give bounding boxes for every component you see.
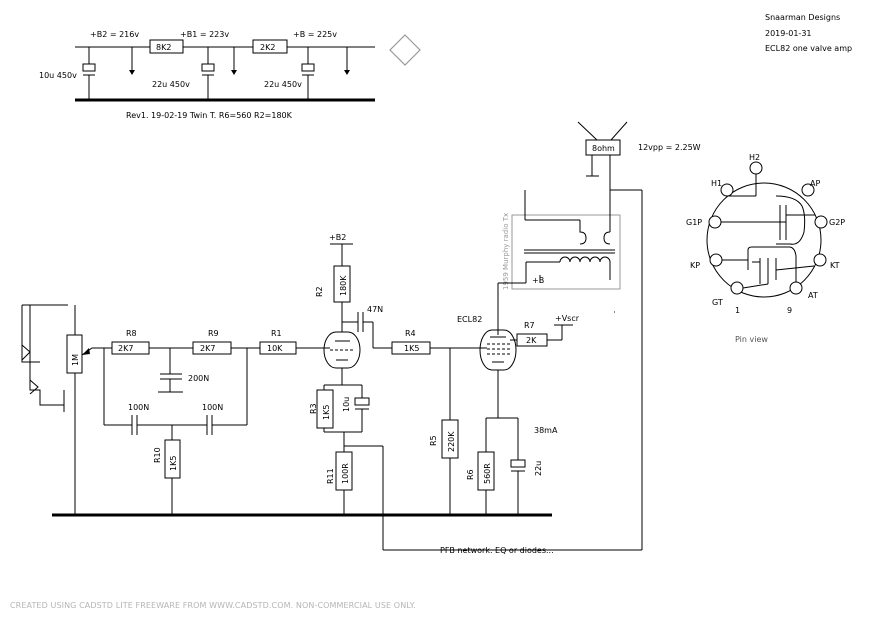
- c3-label: 22u 450v: [264, 80, 302, 89]
- capacitor-10u: [354, 397, 370, 406]
- pin-kp: KP: [690, 261, 700, 270]
- r2k2-label: 2K2: [260, 43, 275, 52]
- resistor-r3: [316, 389, 334, 429]
- amplifier-circuit: 1M 2K7 R8 2K7 R9 10K R1 200N 1: [21, 233, 580, 550]
- pin-at: AT: [808, 291, 818, 300]
- b1-voltage-label: +B1 = 223v: [180, 30, 229, 39]
- c100a-value: 100N: [128, 403, 149, 412]
- cathode-current: 38mA: [534, 426, 558, 435]
- r2-value: 180K: [339, 275, 348, 296]
- pin-view-caption: Pin view: [735, 335, 768, 344]
- transformer-outline: [511, 214, 621, 290]
- r9-name: R9: [208, 329, 219, 338]
- pin-h1: H1: [711, 179, 722, 188]
- b-voltage-label: +B = 225v: [293, 30, 337, 39]
- supply-capacitors: [82, 47, 315, 100]
- r7-name: R7: [524, 321, 535, 330]
- speaker-impedance: 8ohm: [592, 144, 615, 153]
- transformer-icon: [524, 190, 615, 283]
- pin-g1p: G1P: [686, 218, 702, 227]
- volume-potentiometer: [66, 334, 83, 374]
- diamond-icon: [389, 34, 421, 66]
- design-date: 2019-01-31: [765, 29, 812, 38]
- transformer-b-plus: +B: [532, 276, 544, 285]
- r9-value: 2K7: [200, 344, 215, 353]
- pin-number-9: 9: [787, 306, 792, 315]
- pin-kt: KT: [830, 261, 840, 270]
- b2-voltage-label: +B2 = 216v: [90, 30, 139, 39]
- r1-name: R1: [271, 329, 282, 338]
- r3-value: 1K5: [322, 405, 331, 420]
- b2-node-label: +B2: [329, 233, 346, 242]
- r8k2-label: 8K2: [156, 43, 171, 52]
- revision-note: Rev1. 19-02-19 Twin T. R6=560 R2=180K: [126, 111, 293, 120]
- pin-ap: AP: [810, 179, 820, 188]
- r11-name: R11: [326, 468, 335, 484]
- capacitor-22u: [510, 459, 526, 468]
- r8-name: R8: [126, 329, 137, 338]
- input-jack-icon: [21, 304, 68, 412]
- pin-number-1: 1: [735, 306, 740, 315]
- pfb-note: PFB network. EQ or diodes...: [440, 546, 554, 555]
- c10u-value: 10u: [342, 397, 351, 412]
- pinout-diagram: H2 H1 AP G1P G2P KP KT GT AT 1 9 Pin vie…: [686, 153, 845, 344]
- resistor-8k2: [149, 39, 184, 54]
- supply-arrows: [129, 47, 350, 75]
- r5-value: 220K: [447, 431, 456, 452]
- r4-value: 1K5: [404, 344, 419, 353]
- pot-value: 1M: [71, 354, 80, 366]
- c2-label: 22u 450v: [152, 80, 190, 89]
- tube-type: ECL82: [457, 315, 482, 324]
- output-stage: 8ohm 12vpp = 2.25W PFB network. EQ or di…: [383, 121, 701, 555]
- r6-name: R6: [466, 469, 475, 480]
- r3-name: R3: [309, 403, 318, 414]
- r7-value: 2K: [526, 336, 537, 345]
- speaker-icon: [577, 121, 628, 156]
- r4-name: R4: [405, 329, 416, 338]
- r10-name: R10: [153, 447, 162, 463]
- company-name: Snaarman Designs: [765, 13, 840, 22]
- pin-h2: H2: [749, 153, 760, 162]
- transformer-note: 1959 Murphy radio Tx: [502, 213, 510, 290]
- resistor-2k2: [252, 39, 288, 54]
- project-title: ECL82 one valve amp: [765, 44, 852, 53]
- title-block: Snaarman Designs 2019-01-31 ECL82 one va…: [765, 13, 852, 53]
- c100b-value: 100N: [202, 403, 223, 412]
- footer-watermark: CREATED USING CADSTD LITE FREEWARE FROM …: [10, 601, 416, 610]
- r5-name: R5: [429, 435, 438, 446]
- r10-value: 1K5: [169, 456, 178, 471]
- triode-envelope-icon: [323, 331, 361, 369]
- c22u-value: 22u: [534, 461, 543, 476]
- pin-gt: GT: [712, 298, 723, 307]
- c200-value: 200N: [188, 374, 209, 383]
- power-supply-section: 8K2 2K2 +B2 = 216v +B1 = 223v +B = 225v …: [39, 30, 375, 120]
- c1-label: 10u 450v: [39, 71, 77, 80]
- vscr-label: +Vscr: [555, 314, 580, 323]
- r11-value: 100R: [341, 463, 350, 484]
- output-power: 12vpp = 2.25W: [638, 143, 701, 152]
- r1-value: 10K: [267, 344, 283, 353]
- r2-name: R2: [315, 286, 324, 297]
- wiper-arrow-icon: [82, 348, 90, 355]
- c47-value: 47N: [367, 305, 383, 314]
- pentode-envelope-icon: [479, 329, 517, 371]
- pin-g2p: G2P: [829, 218, 845, 227]
- r6-value: 560R: [483, 463, 492, 484]
- r8-value: 2K7: [118, 344, 133, 353]
